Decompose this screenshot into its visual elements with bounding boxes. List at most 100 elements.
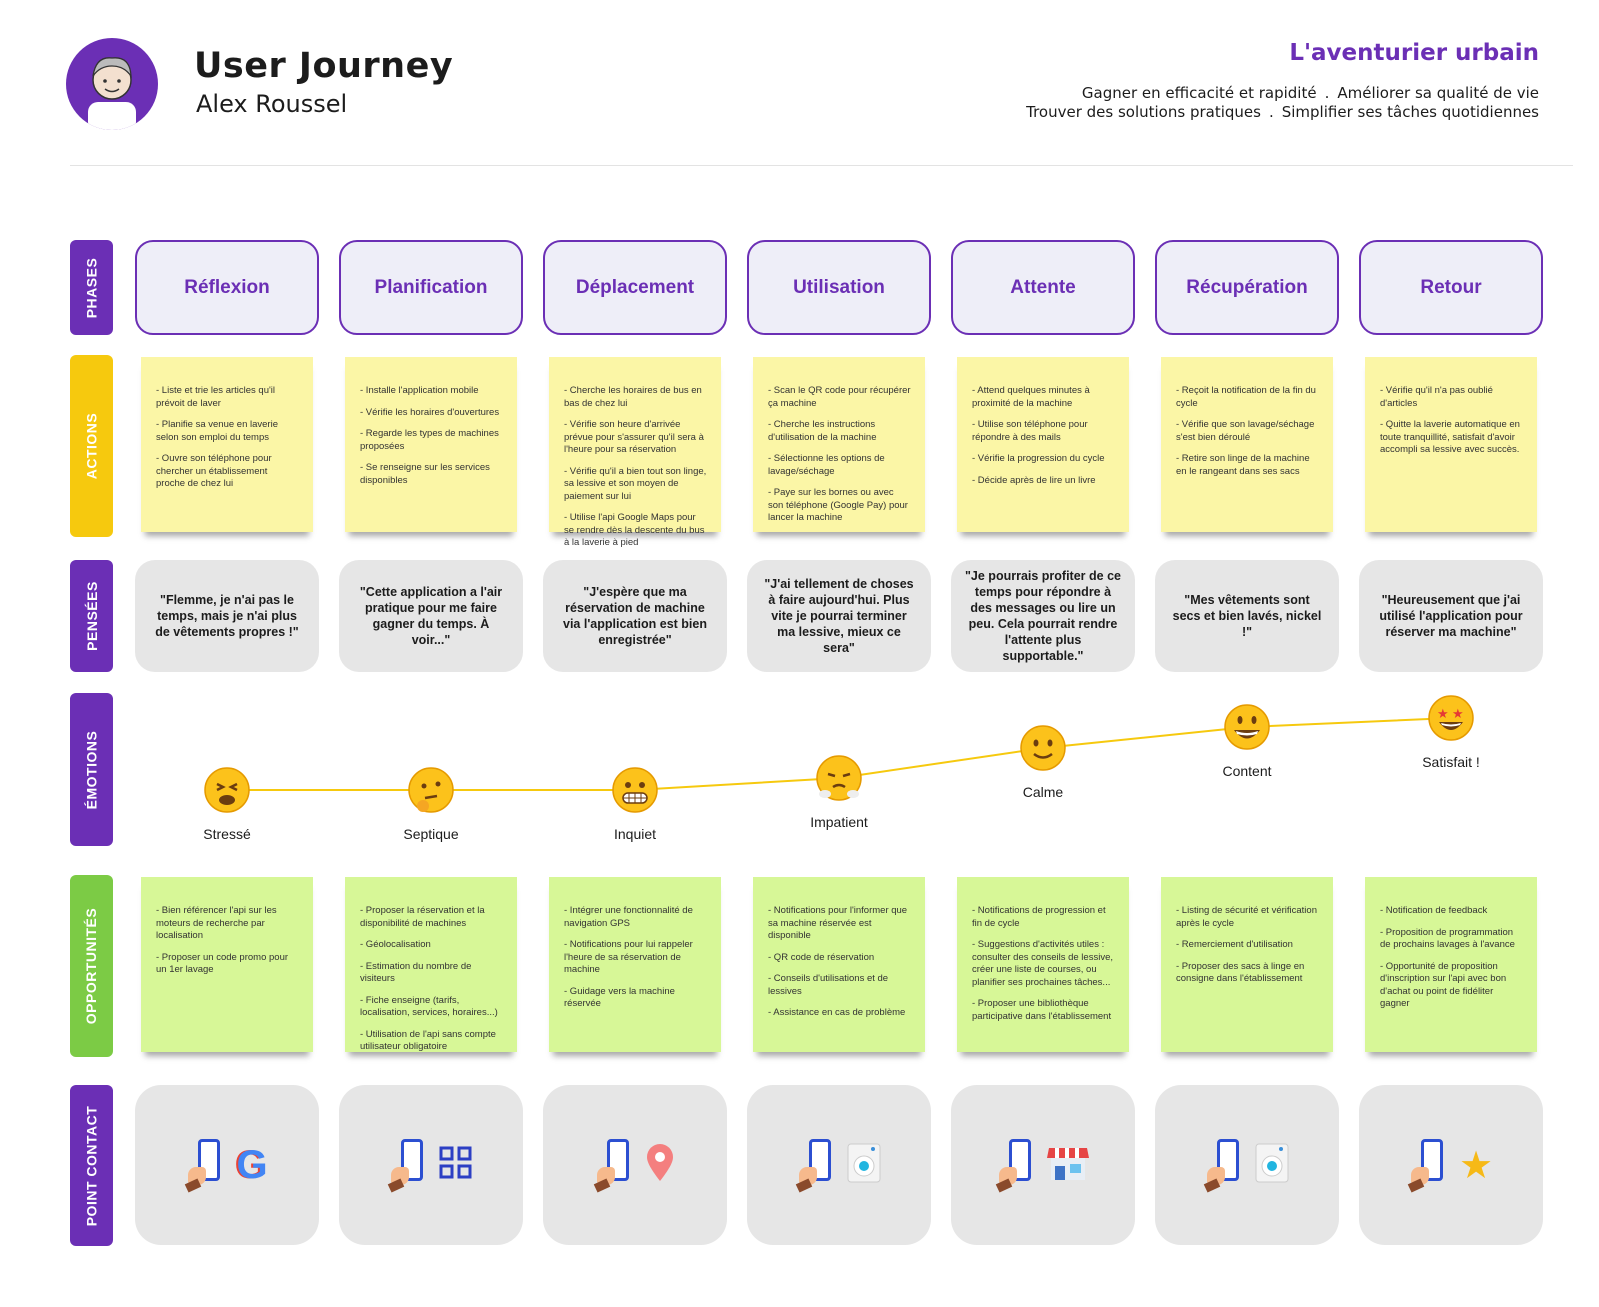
opportunities-row: - Bien référencer l'api sur les moteurs … <box>135 877 1543 1052</box>
emotion-label: Septique <box>403 826 459 842</box>
phase-card[interactable]: Planification <box>339 240 523 335</box>
phone-in-hand-icon <box>387 1139 429 1193</box>
note-item: - Paye sur les bornes ou avec son téléph… <box>768 487 908 523</box>
persona-goals: Gagner en efficacité et rapidité.Amélior… <box>1026 84 1539 121</box>
contact-card <box>747 1085 931 1245</box>
note-item: - Remerciement d'utilisation <box>1176 939 1293 950</box>
phase-card[interactable]: Récupération <box>1155 240 1339 335</box>
phone-in-hand-icon <box>995 1139 1037 1193</box>
goal: Simplifier ses tâches quotidiennes <box>1281 103 1539 121</box>
actions-note: - Cherche les horaires de bus en bas de … <box>549 357 721 548</box>
note-item: - Ouvre son téléphone pour chercher un é… <box>156 453 272 489</box>
row-label-contact: POINT CONTACT <box>70 1085 113 1246</box>
row-label-emotions: ÉMOTIONS <box>70 693 113 846</box>
note-item: - Vérifie les horaires d'ouvertures <box>360 406 500 418</box>
store-icon <box>1047 1144 1089 1187</box>
phase-card[interactable]: Attente <box>951 240 1135 335</box>
thought-bubble: "Cette application a l'air pratique pour… <box>339 560 523 672</box>
phone-in-hand-icon <box>1407 1139 1449 1193</box>
note-item: - Attend quelques minutes à proximité de… <box>972 385 1090 409</box>
row-label-thoughts: PENSÉES <box>70 560 113 672</box>
phone-in-hand-icon <box>185 1139 226 1193</box>
note-item: - Assistance en cas de problème <box>768 1007 906 1018</box>
steam-face-icon <box>815 754 863 802</box>
note-item: - Utilise son téléphone pour répondre à … <box>972 419 1088 443</box>
divider <box>70 165 1573 166</box>
note-item: - Se renseigne sur les services disponib… <box>360 462 490 486</box>
note-item: - Proposer des sacs à linge en consigne … <box>1176 960 1305 985</box>
washing-machine-icon <box>847 1143 881 1188</box>
note-item: - Proposition de programmation de procha… <box>1380 926 1515 951</box>
actions-note: - Installe l'application mobile- Vérifie… <box>345 357 517 532</box>
note-item: - Quitte la laverie automatique en toute… <box>1380 419 1520 455</box>
goal: Améliorer sa qualité de vie <box>1337 84 1539 102</box>
thought-bubble: "Je pourrais profiter de ce temps pour r… <box>951 560 1135 672</box>
phase-card[interactable]: Retour <box>1359 240 1543 335</box>
note-item: - Vérifie son heure d'arrivée prévue pou… <box>564 419 704 455</box>
thought-text: "J'ai tellement de choses à faire aujour… <box>764 577 914 655</box>
note-item: - Proposer un code promo pour un 1er lav… <box>156 951 289 976</box>
actions-note: - Attend quelques minutes à proximité de… <box>957 357 1129 532</box>
thought-text: "Mes vêtements sont secs et bien lavés, … <box>1172 593 1322 639</box>
note-item: - Géolocalisation <box>360 939 431 950</box>
grimacing-face-icon <box>611 766 659 814</box>
note-item: - Fiche enseigne (tarifs, localisation, … <box>360 994 498 1019</box>
note-item: - Reçoit la notification de la fin du cy… <box>1176 385 1316 409</box>
note-item: - Scan le QR code pour récupérer ça mach… <box>768 385 911 409</box>
opportunities-note: - Notification de feedback - Proposition … <box>1365 877 1537 1052</box>
note-item: - Planifie sa venue en laverie selon son… <box>156 419 278 443</box>
contact-card <box>951 1085 1135 1245</box>
actions-note: - Liste et trie les articles qu'il prévo… <box>141 357 313 532</box>
note-item: - QR code de réservation <box>768 951 875 963</box>
actions-note: - Scan le QR code pour récupérer ça mach… <box>753 357 925 532</box>
contact-card <box>1155 1085 1339 1245</box>
note-item: - Utilise l'api Google Maps pour se rend… <box>564 512 705 548</box>
note-item: - Cherche les instructions d'utilisation… <box>768 419 877 443</box>
thought-bubble: "J'ai tellement de choses à faire aujour… <box>747 560 931 672</box>
thought-text: "Flemme, je n'ai pas le temps, mais je n… <box>155 593 299 639</box>
avatar <box>66 38 158 130</box>
note-item: - Opportunité de proposition d'inscripti… <box>1380 960 1507 1010</box>
contact-card: ★ <box>1359 1085 1543 1245</box>
thoughts-row: "Flemme, je n'ai pas le temps, mais je n… <box>135 560 1543 672</box>
persona-name: Alex Roussel <box>196 90 348 118</box>
phone-in-hand-icon <box>593 1139 635 1193</box>
note-item: - Bien référencer l'api sur les moteurs … <box>156 905 277 941</box>
phase-card[interactable]: Utilisation <box>747 240 931 335</box>
thought-text: "Je pourrais profiter de ce temps pour r… <box>965 569 1121 663</box>
emotion-label: Calme <box>1022 784 1064 800</box>
note-item: - Liste et trie les articles qu'il prévo… <box>156 385 276 409</box>
row-label-phases: PHASES <box>70 240 113 335</box>
note-item: - Utilisation de l'api sans compte utili… <box>360 1028 496 1053</box>
thought-bubble: "Mes vêtements sont secs et bien lavés, … <box>1155 560 1339 672</box>
note-item: - Notification de feedback <box>1380 905 1488 916</box>
note-item: - Vérifie la progression du cycle <box>972 453 1105 464</box>
phase-card[interactable]: Déplacement <box>543 240 727 335</box>
note-item: - Proposer la réservation et la disponib… <box>360 905 485 929</box>
note-item: - Listing de sécurité et vérification ap… <box>1176 905 1317 929</box>
thought-bubble: "Heureusement que j'ai utilisé l'applica… <box>1359 560 1543 672</box>
contact-card <box>339 1085 523 1245</box>
page-title: User Journey <box>194 46 454 86</box>
emotion-label: Stressé <box>203 826 251 842</box>
thought-text: "J'espère que ma réservation de machine … <box>563 585 707 647</box>
opportunities-note: - Bien référencer l'api sur les moteurs … <box>141 877 313 1052</box>
persona-type: L'aventurier urbain <box>1289 40 1539 66</box>
washing-machine-icon <box>1255 1143 1289 1188</box>
note-item: - Notifications pour l'informer que sa m… <box>768 905 908 941</box>
emotion-label: Content <box>1222 763 1272 779</box>
actions-row: - Liste et trie les articles qu'il prévo… <box>135 357 1543 548</box>
contact-card: G <box>135 1085 319 1245</box>
svg-text:★: ★ <box>1437 706 1449 721</box>
note-item: - Retire son linge de la machine en le r… <box>1176 453 1310 477</box>
phase-card[interactable]: Réflexion <box>135 240 319 335</box>
note-item: - Vérifie que son lavage/séchage s'est b… <box>1176 419 1315 443</box>
opportunities-note: - Notifications de progression et fin de… <box>957 877 1129 1052</box>
opportunities-note: - Intégrer une fonctionnalité de navigat… <box>549 877 721 1052</box>
map-pin-icon <box>645 1143 675 1188</box>
contact-card <box>543 1085 727 1245</box>
note-item: - Proposer une bibliothèque participativ… <box>972 998 1112 1022</box>
phone-in-hand-icon <box>1203 1139 1245 1193</box>
actions-note: - Reçoit la notification de la fin du cy… <box>1161 357 1333 532</box>
